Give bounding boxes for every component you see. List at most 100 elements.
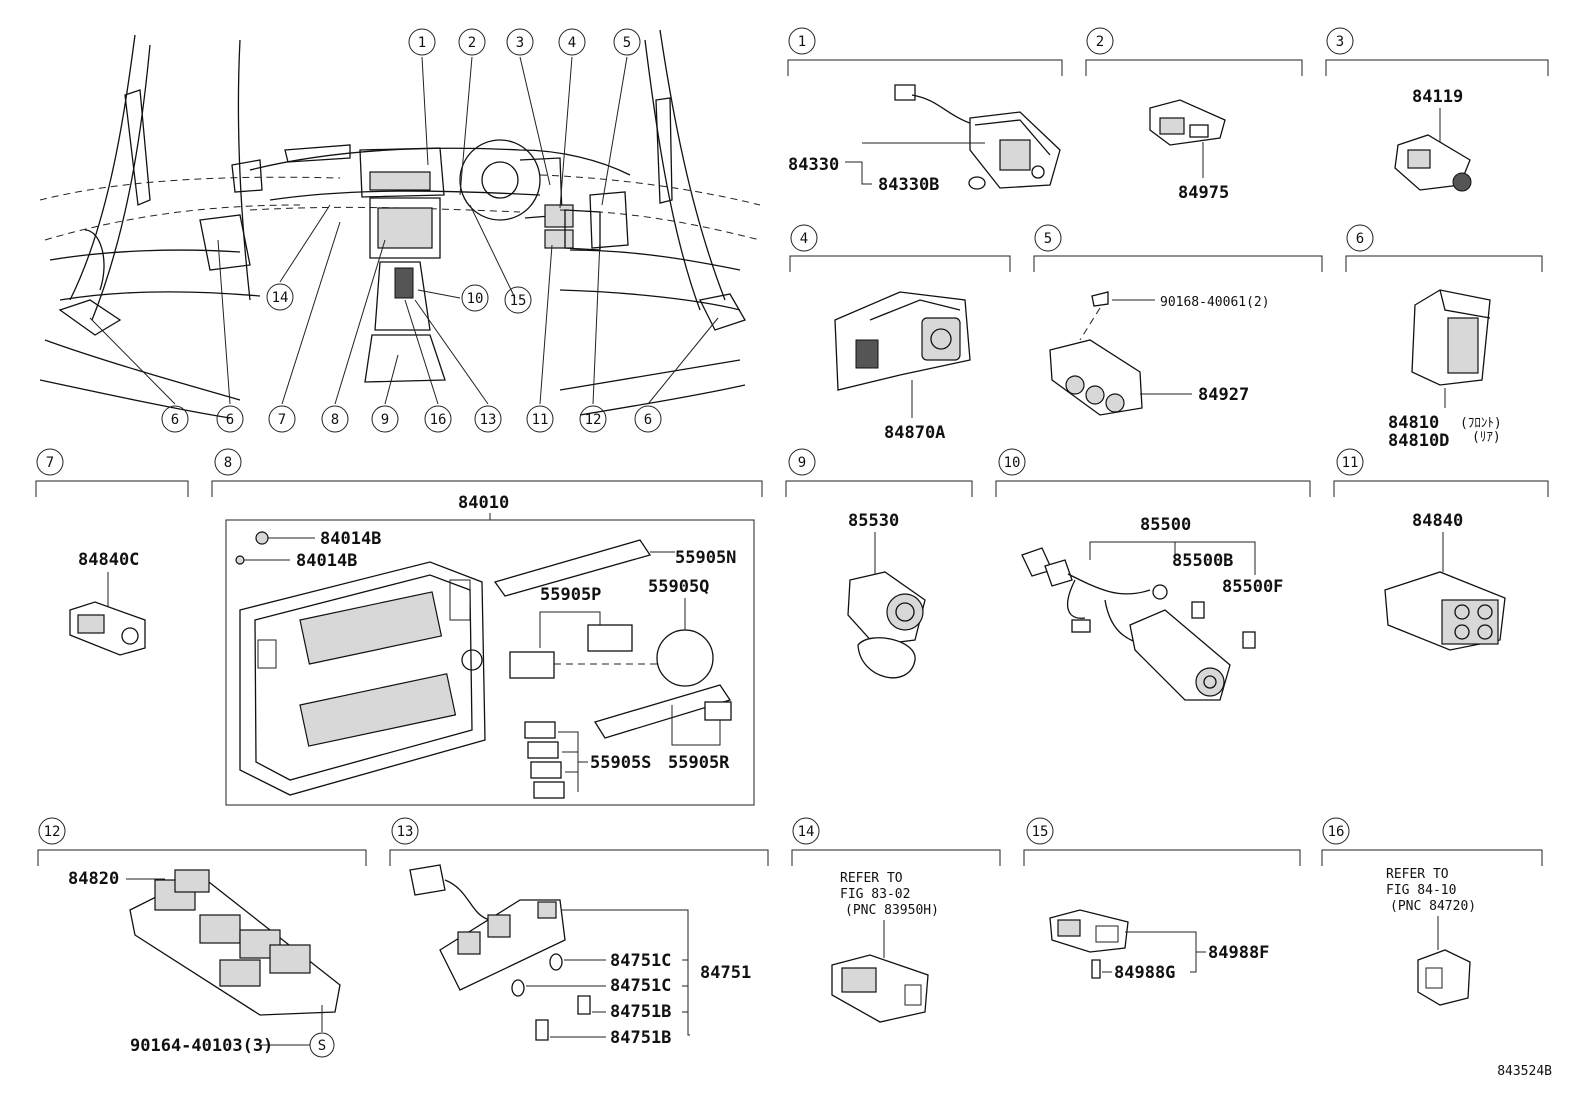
- overview-interior-drawing: [39, 29, 761, 419]
- svg-text:2: 2: [468, 35, 476, 51]
- part-84975-label: 84975: [1178, 183, 1229, 203]
- svg-text:4: 4: [568, 35, 576, 51]
- ref-16-line3: (PNC 84720): [1390, 899, 1476, 914]
- part-90164-40103-label: 90164-40103(3): [130, 1036, 273, 1056]
- part-55905S-label: 55905S: [590, 753, 651, 773]
- section-3: 3 84119: [1325, 27, 1549, 192]
- part-84751B-label-1: 84751B: [610, 1002, 671, 1022]
- part-84119-label: 84119: [1412, 87, 1463, 107]
- svg-text:5: 5: [623, 35, 631, 51]
- section-12: 12 84820 S 90164-40103(3): [37, 817, 367, 1058]
- ref-14-line3: (PNC 83950H): [845, 903, 939, 918]
- section-7: 7 84840C: [35, 448, 189, 656]
- section-4: 4 84870A: [789, 224, 1011, 443]
- svg-text:3: 3: [1336, 34, 1344, 50]
- section-13: 13 84751C 84751C 84751B 84751B 84751: [389, 817, 769, 1048]
- part-85500F-label: 85500F: [1222, 577, 1283, 597]
- svg-text:9: 9: [381, 412, 389, 428]
- callout-16-overview: 16: [424, 405, 452, 433]
- section-8: 8 84010 84014B 84014B 55905N 55905P 5590…: [211, 448, 763, 806]
- svg-text:2: 2: [1096, 34, 1104, 50]
- svg-text:1: 1: [418, 35, 426, 51]
- ref-16-line2: FIG 84-10: [1386, 883, 1456, 898]
- svg-text:4: 4: [800, 231, 808, 247]
- callout-3-top: 3: [506, 28, 534, 56]
- part-85500B-label: 85500B: [1172, 551, 1233, 571]
- callout-5-top: 5: [613, 28, 641, 56]
- section-1: 1 84330 84330B: [787, 27, 1063, 195]
- part-55905N-label: 55905N: [675, 548, 736, 568]
- part-55905Q-label: 55905Q: [648, 577, 709, 597]
- part-84751-label: 84751: [700, 963, 751, 983]
- screw-s-mark: S: [318, 1038, 326, 1054]
- section-2: 2 84975: [1085, 27, 1303, 203]
- svg-text:6: 6: [226, 412, 234, 428]
- svg-text:11: 11: [532, 412, 549, 428]
- callout-12-overview: 12: [579, 405, 607, 433]
- part-84330B-label: 84330B: [878, 175, 939, 195]
- ref-14-line2: FIG 83-02: [840, 887, 910, 902]
- part-84870A-label: 84870A: [884, 423, 945, 443]
- callout-10-overview: 10: [461, 284, 489, 312]
- ref-14-line1: REFER TO: [840, 871, 903, 886]
- section-14: 14 REFER TO FIG 83-02 (PNC 83950H): [791, 817, 1001, 1023]
- section-5: 5 90168-40061(2) 84927: [1033, 224, 1323, 416]
- section-10: 10 85500 85500B 85500F: [995, 448, 1311, 701]
- part-84810D-label: 84810D: [1388, 431, 1449, 451]
- callout-9-overview: 9: [371, 405, 399, 433]
- svg-text:10: 10: [1004, 455, 1021, 471]
- svg-text:6: 6: [644, 412, 652, 428]
- svg-text:7: 7: [46, 455, 54, 471]
- svg-text:10: 10: [467, 291, 484, 307]
- part-84988G-label: 84988G: [1114, 963, 1175, 983]
- part-84751C-label-2: 84751C: [610, 976, 671, 996]
- section-15: 15 84988F 84988G: [1023, 817, 1301, 983]
- callout-6-left: 6: [161, 405, 189, 433]
- part-85500-label: 85500: [1140, 515, 1191, 535]
- part-55905P-label: 55905P: [540, 585, 601, 605]
- callout-11-overview: 11: [526, 405, 554, 433]
- callout-15-overview: 15: [504, 286, 532, 314]
- part-84010-label: 84010: [458, 493, 509, 513]
- callout-2-top: 2: [458, 28, 486, 56]
- section-9: 9 85530: [785, 448, 973, 679]
- diagram-id: 843524B: [1497, 1064, 1552, 1079]
- svg-text:7: 7: [278, 412, 286, 428]
- part-55905R-label: 55905R: [668, 753, 730, 773]
- svg-text:3: 3: [516, 35, 524, 51]
- callout-8-overview: 8: [321, 405, 349, 433]
- svg-text:15: 15: [510, 293, 527, 309]
- part-84014B-label-2: 84014B: [296, 551, 357, 571]
- callout-13-overview: 13: [474, 405, 502, 433]
- part-90168-40061-label: 90168-40061(2): [1160, 295, 1270, 310]
- part-85530-label: 85530: [848, 511, 899, 531]
- part-84014B-label-1: 84014B: [320, 529, 381, 549]
- callout-1-top: 1: [408, 28, 436, 56]
- svg-text:14: 14: [798, 824, 815, 840]
- part-84810D-note: (ﾘｱ): [1472, 430, 1501, 445]
- part-84840C-label: 84840C: [78, 550, 139, 570]
- section-16: 16 REFER TO FIG 84-10 (PNC 84720): [1321, 817, 1543, 1006]
- callout-4-top: 4: [558, 28, 586, 56]
- svg-text:16: 16: [1328, 824, 1345, 840]
- callout-6-right: 6: [634, 405, 662, 433]
- callout-14-overview: 14: [266, 283, 294, 311]
- part-84810-note: (ﾌﾛﾝﾄ): [1460, 416, 1502, 431]
- svg-text:8: 8: [331, 412, 339, 428]
- svg-text:16: 16: [430, 412, 447, 428]
- part-84751C-label-1: 84751C: [610, 951, 671, 971]
- svg-text:13: 13: [397, 824, 414, 840]
- section-6: 6 84810 (ﾌﾛﾝﾄ) 84810D (ﾘｱ): [1345, 224, 1543, 451]
- part-84330-label: 84330: [788, 155, 839, 175]
- part-84988F-label: 84988F: [1208, 943, 1269, 963]
- svg-text:1: 1: [798, 34, 806, 50]
- svg-text:12: 12: [44, 824, 61, 840]
- callout-7-overview: 7: [268, 405, 296, 433]
- section-11: 11 84840: [1333, 448, 1549, 651]
- svg-text:9: 9: [798, 455, 806, 471]
- svg-text:8: 8: [224, 455, 232, 471]
- svg-text:11: 11: [1342, 455, 1359, 471]
- overview-leader-lines: [89, 56, 719, 405]
- part-84810-label: 84810: [1388, 413, 1439, 433]
